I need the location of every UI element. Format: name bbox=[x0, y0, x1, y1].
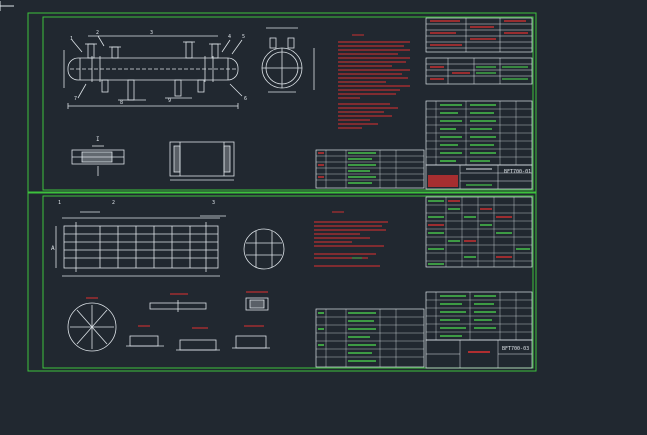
baffle-end-view[interactable] bbox=[243, 228, 285, 270]
marker-b: 1 bbox=[58, 200, 61, 206]
design-data-table-1[interactable] bbox=[425, 17, 533, 53]
drawing-number-1: BFT700-01 bbox=[504, 169, 531, 175]
marker-a: A bbox=[51, 245, 55, 252]
bom-table-2[interactable] bbox=[315, 308, 425, 368]
design-data-table-2[interactable] bbox=[425, 196, 533, 268]
pipe-detail-a[interactable] bbox=[149, 300, 207, 312]
heat-exchanger-elevation[interactable] bbox=[63, 35, 243, 109]
svg-text:3: 3 bbox=[150, 30, 153, 36]
sheet-1-outer-frame bbox=[27, 12, 537, 193]
svg-text:6: 6 bbox=[244, 96, 247, 102]
svg-text:8: 8 bbox=[120, 100, 123, 106]
sheet-2-inner-frame bbox=[42, 195, 534, 369]
toolbar-stub[interactable] bbox=[0, 1, 14, 11]
sheet-1[interactable]: 1 2 3 4 5 6 7 8 9 I bbox=[63, 27, 315, 181]
end-view-circle[interactable] bbox=[261, 27, 315, 93]
detail-i-label: I bbox=[96, 136, 100, 143]
svg-text:5: 5 bbox=[242, 34, 245, 40]
detail-i[interactable] bbox=[71, 145, 125, 176]
balloon-labels: 1 2 3 4 5 6 7 8 9 bbox=[70, 30, 247, 106]
marker-d: 3 bbox=[212, 200, 215, 206]
nozzle-table-1[interactable] bbox=[425, 57, 533, 85]
drawing-number-2: BFT700-03 bbox=[502, 346, 529, 352]
section-view[interactable] bbox=[169, 141, 235, 181]
detail-captions-2 bbox=[86, 291, 268, 329]
flange-detail-box[interactable] bbox=[245, 297, 269, 311]
svg-text:7: 7 bbox=[74, 96, 77, 102]
bom-table-1[interactable] bbox=[315, 149, 425, 189]
svg-text:2: 2 bbox=[96, 30, 99, 36]
sheet-2[interactable]: A bbox=[51, 211, 285, 352]
drawing-frames bbox=[27, 12, 537, 372]
marker-c: 2 bbox=[112, 200, 115, 206]
sheet-1-inner-frame bbox=[42, 16, 534, 191]
svg-text:9: 9 bbox=[168, 98, 171, 104]
small-markers: 1 2 3 bbox=[58, 200, 215, 206]
tube-bundle-elevation[interactable] bbox=[55, 211, 226, 277]
tubesheet-circle[interactable] bbox=[67, 302, 117, 352]
svg-text:4: 4 bbox=[228, 34, 231, 40]
sheet-2-outer-frame bbox=[27, 192, 537, 372]
technical-notes-1[interactable] bbox=[338, 34, 410, 129]
title-block-1[interactable]: BFT700-01 bbox=[425, 164, 533, 190]
parts-list-2[interactable] bbox=[425, 291, 533, 341]
parts-list-1[interactable] bbox=[425, 100, 533, 166]
title-block-2[interactable]: BFT700-03 bbox=[425, 339, 533, 369]
weld-details[interactable] bbox=[126, 335, 270, 351]
technical-notes-2[interactable] bbox=[314, 211, 388, 267]
svg-text:1: 1 bbox=[70, 36, 73, 42]
